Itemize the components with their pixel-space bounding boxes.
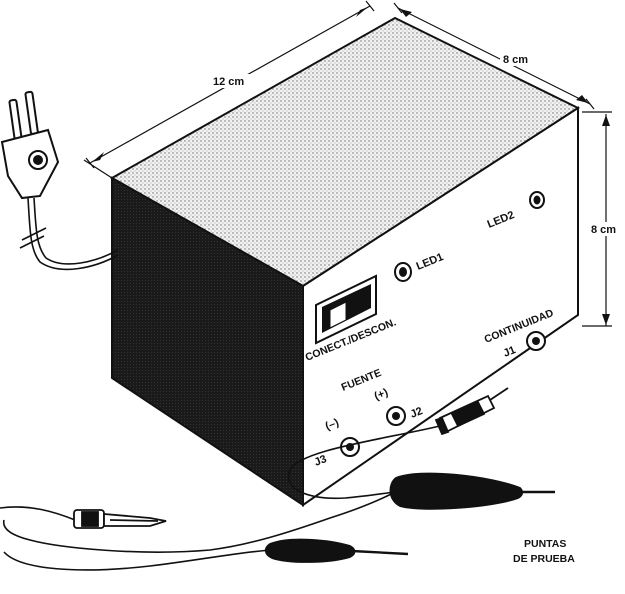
j1-label: J1 (502, 344, 518, 360)
probes-label-line2: DE PRUEBA (513, 553, 575, 565)
power-switch (315, 274, 377, 345)
test-probe-right (389, 472, 555, 510)
banana-plug-j2 (434, 387, 509, 436)
mains-cord (19, 197, 119, 271)
led1-indicator (394, 262, 412, 282)
dimension-height-label: 8 cm (591, 224, 616, 236)
dimension-arrows (92, 7, 610, 325)
j2-label: J2 (409, 405, 425, 421)
plus-label: (+) (373, 386, 391, 402)
jack-j1 (526, 331, 546, 351)
dimension-depth-label: 8 cm (503, 54, 528, 66)
j3-label: J3 (313, 453, 329, 469)
minus-label: (–) (324, 416, 341, 432)
box-front-face (302, 106, 579, 507)
test-probe-bottom (264, 538, 409, 563)
mains-plug (0, 90, 60, 200)
banana-plug-loose (73, 509, 167, 529)
enclosure-box (109, 16, 581, 507)
test-lead-wires (0, 425, 441, 571)
jack-j2 (386, 406, 406, 426)
probes-label-line1: PUNTAS (524, 538, 566, 550)
dimension-length-label: 12 cm (213, 76, 244, 88)
led2-indicator (529, 191, 545, 209)
